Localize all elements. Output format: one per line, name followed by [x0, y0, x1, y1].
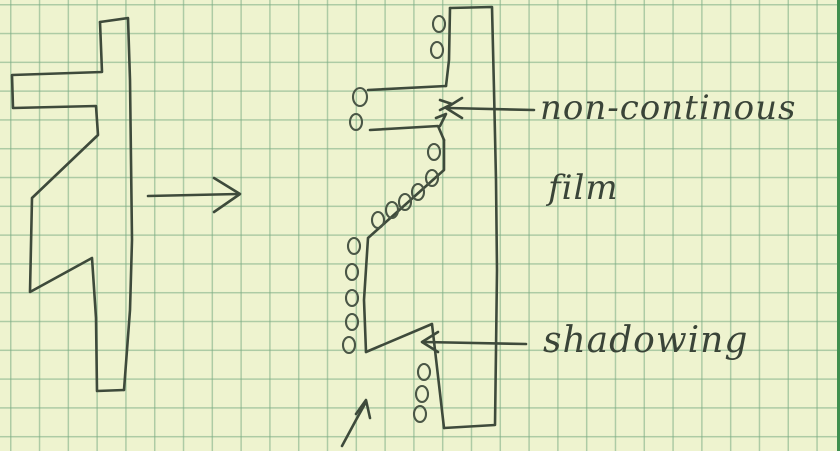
annotation-arrows [340, 96, 536, 448]
transform-arrow-head [212, 176, 242, 214]
film-particle [431, 14, 447, 34]
shadowing-pointer-line [422, 340, 528, 346]
non-continuous-film-label: non-continous [540, 88, 797, 128]
right-structure-lower-step [364, 322, 446, 430]
film-particles [341, 14, 447, 424]
film-particle [429, 40, 445, 60]
film-particle [370, 210, 386, 230]
coated-structure-right [362, 5, 499, 430]
film-label: film [548, 168, 619, 208]
film-particle [344, 312, 360, 332]
deposition-direction-arrow [340, 400, 368, 448]
right-structure-arm-top [366, 84, 448, 92]
right-structure-outline [442, 5, 499, 430]
right-structure-left-wall-upper [444, 6, 452, 88]
film-particle [344, 288, 360, 308]
film-particle [410, 182, 426, 202]
right-structure-arm-bottom [368, 124, 446, 142]
film-particle [424, 168, 440, 188]
shadowing-label: shadowing [543, 320, 749, 361]
film-particle [351, 86, 369, 108]
right-structure-slanted-step [362, 138, 446, 354]
non-continuous-pointer-head [444, 96, 464, 120]
film-particle [341, 335, 357, 355]
film-particle [412, 404, 428, 424]
bare-structure-left [10, 16, 134, 393]
left-structure-right-wall [98, 16, 134, 392]
film-particle [346, 236, 362, 256]
film-particle [384, 200, 400, 220]
left-structure-left-outline [10, 20, 126, 393]
film-particle [426, 142, 442, 162]
film-particle [344, 262, 360, 282]
right-structure-notch-lower [434, 112, 448, 128]
non-continuous-pointer-line [446, 106, 536, 112]
shadowing-pointer-head [420, 330, 440, 354]
transform-arrow [146, 176, 242, 214]
film-particle [416, 362, 432, 382]
film-particle [348, 112, 364, 132]
transform-arrow-shaft [146, 192, 240, 198]
paper-edge-line [837, 0, 840, 451]
deposition-direction-arrow-head [354, 398, 372, 420]
film-particle [397, 192, 413, 212]
film-particle [414, 384, 430, 404]
